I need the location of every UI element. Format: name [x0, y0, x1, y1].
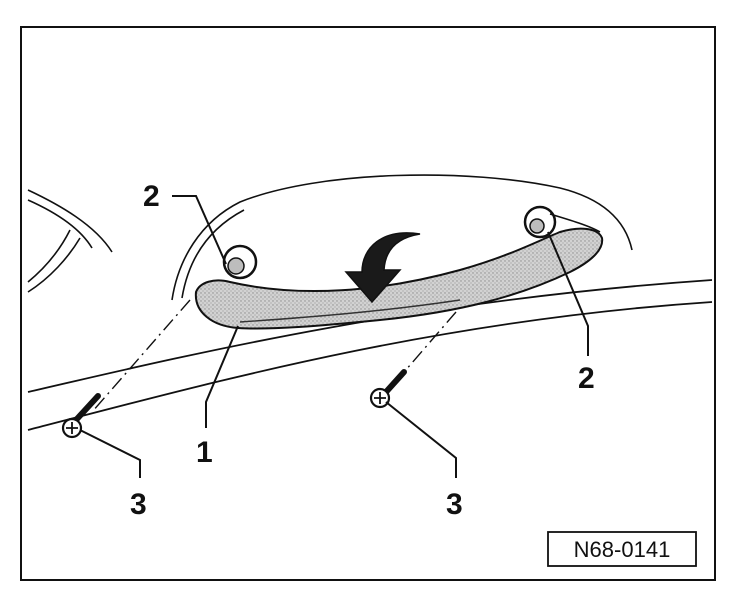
callout-mount-left: 2 — [143, 180, 160, 213]
figure-reference: N68-0141 — [547, 531, 697, 567]
callout-mount-right: 2 — [578, 362, 595, 395]
callout-screw-right: 3 — [446, 488, 463, 521]
leader-lines — [79, 195, 589, 478]
mount-clip-right — [523, 205, 601, 239]
grab-handle — [194, 227, 604, 330]
screw-left — [61, 393, 101, 439]
direction-arrow — [344, 232, 421, 304]
callout-screw-left: 3 — [130, 488, 147, 521]
screw-right — [369, 369, 407, 409]
side-window — [27, 189, 113, 293]
figure-reference-text: N68-0141 — [574, 537, 671, 562]
roof-contour — [171, 174, 633, 301]
callout-handle: 1 — [196, 436, 213, 469]
mount-clip-left — [222, 244, 258, 280]
roof-rail — [27, 279, 713, 431]
